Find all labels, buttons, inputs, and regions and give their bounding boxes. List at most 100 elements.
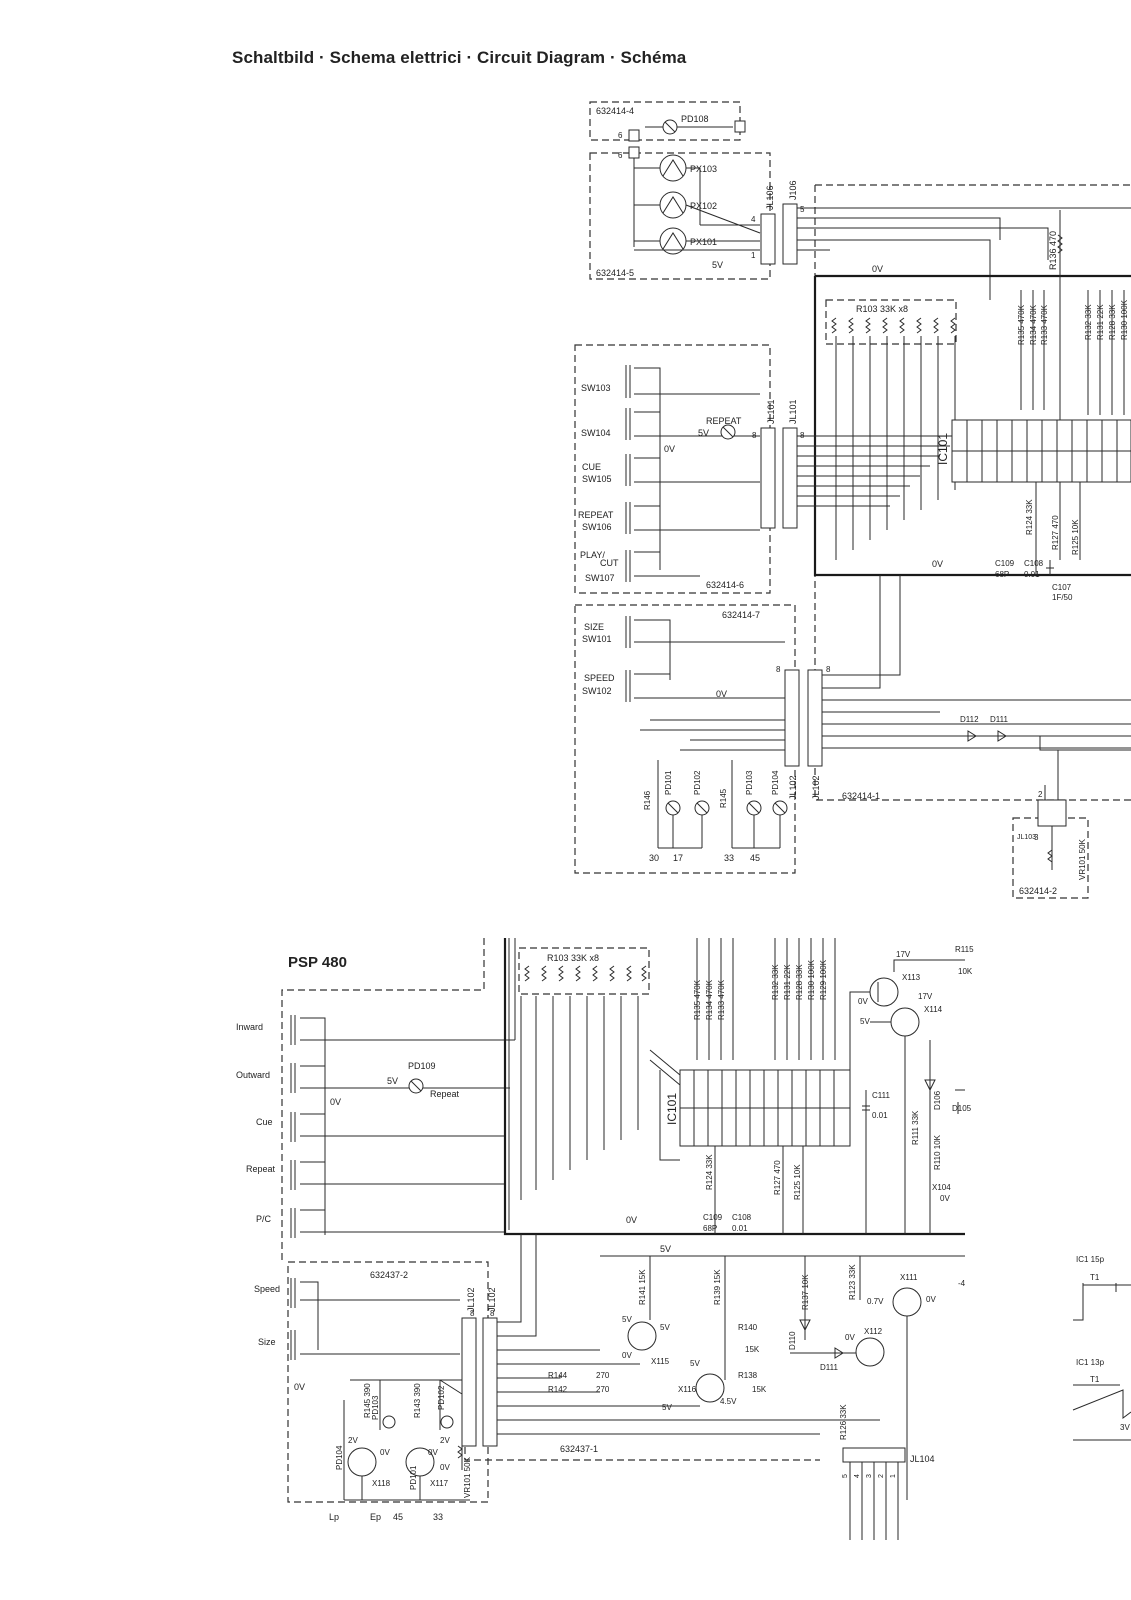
lamp-caption: Repeat (430, 1089, 460, 1099)
connector-label: JL102 (811, 775, 821, 800)
diode-label: D111 (990, 715, 1008, 724)
cap-value: 0.01 (872, 1111, 888, 1120)
transistor-label: X115 (651, 1357, 670, 1366)
voltage-label: 5V (860, 1017, 870, 1026)
svg-text:R128 33K: R128 33K (1108, 304, 1117, 340)
resistor-label: R141 15K (638, 1269, 647, 1305)
svg-text:PX102: PX102 (690, 201, 717, 211)
connector-pin (628, 129, 640, 142)
voltage-label: 0V (622, 1351, 632, 1360)
svg-text:R130 100K: R130 100K (1120, 299, 1129, 340)
svg-text:R132 33K: R132 33K (1084, 304, 1093, 340)
pin-number: 2 (1038, 790, 1043, 799)
voltage-label: 5V (690, 1359, 700, 1368)
board-label: 632414-7 (722, 610, 760, 620)
pin-number: 2 (878, 1474, 885, 1478)
resistor-label: R142 (548, 1385, 568, 1394)
board-label: 632414-6 (706, 580, 744, 590)
lamp-px103: PX103 (659, 154, 717, 182)
ic-label: IC101 (936, 433, 950, 465)
resistor-group-bottom-a: R135 470K R134 470K R133 470K (693, 938, 734, 1060)
lamp-label: PD108 (681, 114, 709, 124)
svg-text:SPEED: SPEED (584, 673, 615, 683)
pin-number: 3 (866, 1474, 873, 1478)
svg-text:PD104: PD104 (771, 770, 780, 795)
voltage-label: 5V (662, 1403, 672, 1412)
lamp-label: PD109 (408, 1061, 436, 1071)
cap-value: 1F/50 (1052, 593, 1073, 602)
svg-text:R146: R146 (643, 790, 652, 810)
resistor-label: R111 33K (911, 1110, 920, 1145)
connector-label: JL101 (766, 399, 776, 424)
svg-text:PX103: PX103 (690, 164, 717, 174)
svg-text:Cue: Cue (256, 1117, 273, 1127)
resistor-group-r135-r133: R135 470K R134 470K R133 470K (1017, 290, 1049, 410)
model-label: PSP 480 (288, 954, 347, 971)
resistor-group-bottom-b: R132 33K R131 22K R128 33K R130 100K R12… (771, 938, 836, 1060)
transistor-label: X114 (924, 1005, 943, 1014)
svg-text:PD103: PD103 (371, 1395, 380, 1420)
rail-label: 0V (872, 264, 883, 274)
resistor-network (831, 317, 956, 560)
diode-label: D106 (933, 1090, 942, 1110)
pin-number: 5 (842, 1474, 849, 1478)
svg-text:0V: 0V (380, 1448, 390, 1457)
pin-number: 4 (751, 215, 756, 224)
repeat-lamp-label: REPEAT (706, 416, 742, 426)
svg-text:PD102: PD102 (693, 770, 702, 795)
resistor-label: R115 (955, 945, 974, 954)
voltage-label: 4.5V (720, 1397, 737, 1406)
rail-label: 5V (660, 1244, 671, 1254)
voltage-label: 17V (896, 950, 911, 959)
diode-label: D111 (820, 1363, 838, 1372)
board-label: 632414-2 (1019, 886, 1057, 896)
svg-text:X118: X118 (372, 1479, 391, 1488)
transistor-x115 (627, 1321, 657, 1351)
cap-value: 68P (995, 570, 1009, 579)
svg-text:PD103: PD103 (745, 770, 754, 795)
transistor-x113 (869, 977, 899, 1007)
connector-pin (734, 120, 746, 133)
connector-jl103 (1037, 799, 1067, 827)
rail-label: 0V (716, 689, 727, 699)
pin-number: 8 (470, 1309, 475, 1318)
svg-text:PLAY/: PLAY/ (580, 550, 605, 560)
waveform-label: IC1 15p (1076, 1255, 1105, 1264)
waveform-label: IC1 13p (1076, 1358, 1105, 1367)
page-title: Schaltbild · Schema elettrici · Circuit … (232, 48, 687, 67)
rail-label: 0V (330, 1097, 341, 1107)
svg-text:R129 100K: R129 100K (819, 959, 828, 1000)
voltage-label: 0V (940, 1194, 950, 1203)
board-label: 632414-5 (596, 268, 634, 278)
svg-text:33: 33 (724, 853, 734, 863)
diode-label: D105 (952, 1104, 972, 1113)
connector-label: JL102 (466, 1287, 476, 1312)
bottom-label: 45 (393, 1512, 403, 1522)
svg-text:17: 17 (673, 853, 683, 863)
svg-text:P/C: P/C (256, 1214, 272, 1224)
transistor-label: X104 (932, 1183, 951, 1192)
voltage-label: 0V (845, 1333, 855, 1342)
cap-value: 0.01 (1024, 570, 1040, 579)
svg-text:R143 390: R143 390 (413, 1383, 422, 1418)
svg-text:R135 470K: R135 470K (693, 979, 702, 1020)
cap-value: 68P (703, 1224, 717, 1233)
resistor-label: R126 33K (839, 1404, 848, 1440)
cap-label: C109 (995, 559, 1015, 568)
transistor-x111 (892, 1287, 922, 1317)
voltage-label: 0.7V (867, 1297, 884, 1306)
transistor-x116 (695, 1373, 725, 1403)
svg-text:CUT: CUT (600, 558, 619, 568)
resistor-label: R124 33K (705, 1154, 714, 1190)
connector-jl102-bottom-right (482, 1317, 498, 1447)
svg-text:R132 33K: R132 33K (771, 964, 780, 1000)
connector-j101 (782, 427, 798, 529)
resistor-label: R110 10K (933, 1134, 942, 1170)
pin-number: 4 (854, 1474, 861, 1478)
svg-text:R133 470K: R133 470K (1040, 304, 1049, 345)
svg-text:R131 22K: R131 22K (783, 964, 792, 1000)
lamp-voltage: 5V (387, 1076, 398, 1086)
voltage-label: -4 (958, 1279, 966, 1288)
connector-jl102-bottom-left (461, 1317, 477, 1447)
svg-text:30: 30 (649, 853, 659, 863)
